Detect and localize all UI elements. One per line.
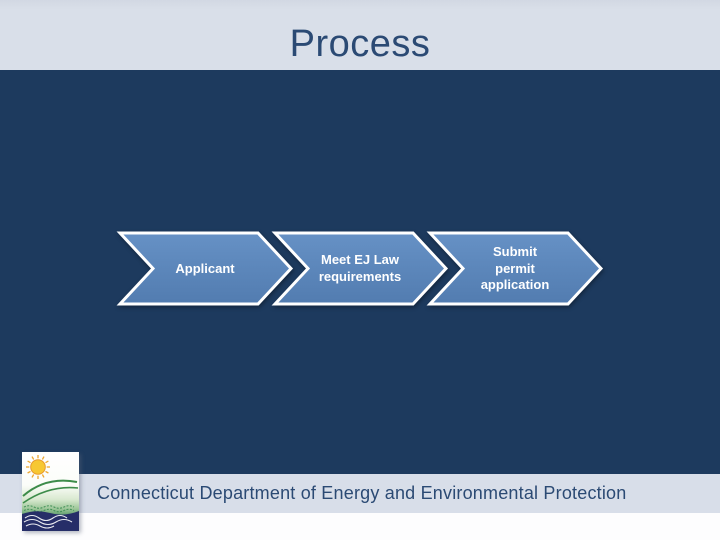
slide-title: Process (289, 23, 431, 65)
process-step-submit-application: Submit permit application (480, 243, 550, 293)
green-waves-icon (23, 505, 75, 513)
slide-header: Process (0, 0, 720, 70)
footer-text: Connecticut Department of Energy and Env… (97, 483, 627, 503)
white-waves-icon (23, 514, 73, 529)
sun-icon (26, 455, 50, 479)
chevron-shape-submit-application (426, 231, 604, 306)
hills-icon (22, 479, 79, 504)
ct-deep-logo (22, 452, 79, 531)
chevron-shape-applicant (116, 231, 294, 306)
footer-white-strip (0, 513, 720, 540)
process-step-meet-ej-law: Meet EJ Law requirements (318, 252, 402, 284)
process-step-applicant: Applicant (175, 260, 235, 276)
chevron-shape-meet-ej-law (271, 231, 449, 306)
process-diagram (116, 231, 604, 306)
footer-accent-band (0, 474, 720, 513)
